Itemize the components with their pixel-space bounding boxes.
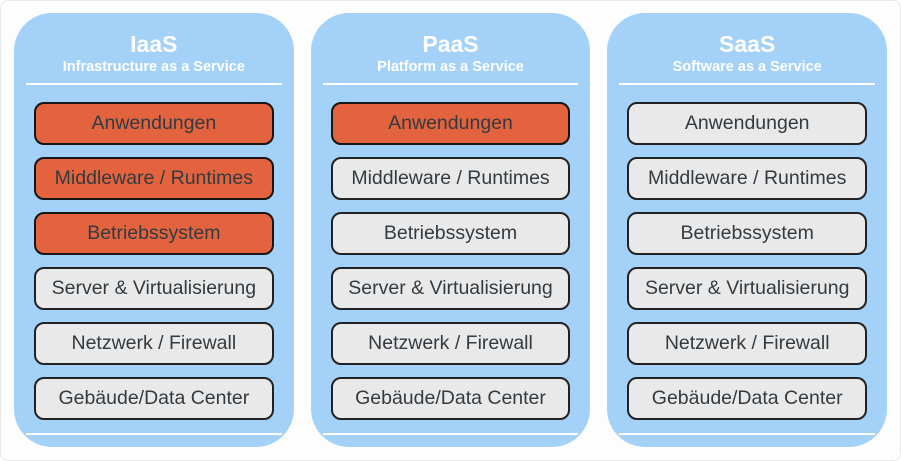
layer-betriebssystem: Betriebssystem (330, 212, 571, 256)
layer-anwendungen: Anwendungen (330, 102, 571, 146)
column-subtitle: Platform as a Service (377, 59, 524, 76)
layer-server-virtualisierung: Server & Virtualisierung (34, 267, 274, 311)
column-subtitle: Infrastructure as a Service (62, 59, 245, 76)
footer-divider (619, 433, 876, 436)
layer-server-virtualisierung: Server & Virtualisierung (627, 267, 868, 311)
layer-anwendungen: Anwendungen (34, 102, 274, 146)
layer-middleware-runtimes: Middleware / Runtimes (34, 157, 274, 201)
footer-divider (26, 433, 282, 436)
layer-stack: Anwendungen Middleware / Runtimes Betrie… (627, 102, 868, 421)
column-saas: SaaS Software as a Service Anwendungen M… (607, 13, 888, 447)
layer-netzwerk-firewall: Netzwerk / Firewall (330, 322, 571, 366)
layer-anwendungen: Anwendungen (627, 102, 868, 146)
layer-stack: Anwendungen Middleware / Runtimes Betrie… (34, 102, 274, 421)
column-subtitle: Software as a Service (672, 59, 822, 76)
layer-middleware-runtimes: Middleware / Runtimes (330, 157, 571, 201)
header-divider (26, 83, 282, 86)
layer-betriebssystem: Betriebssystem (627, 212, 868, 256)
header-divider (619, 83, 876, 86)
footer-divider (322, 433, 579, 436)
layer-netzwerk-firewall: Netzwerk / Firewall (34, 322, 274, 366)
column-title: IaaS (130, 31, 178, 57)
column-title: SaaS (719, 31, 776, 57)
layer-gebaeude-data-center: Gebäude/Data Center (330, 377, 571, 421)
header-divider (322, 83, 579, 86)
column-paas: PaaS Platform as a Service Anwendungen M… (310, 13, 591, 447)
layer-gebaeude-data-center: Gebäude/Data Center (34, 377, 274, 421)
column-title: PaaS (422, 31, 479, 57)
layer-middleware-runtimes: Middleware / Runtimes (627, 157, 868, 201)
layer-stack: Anwendungen Middleware / Runtimes Betrie… (330, 102, 571, 421)
layer-gebaeude-data-center: Gebäude/Data Center (627, 377, 868, 421)
layer-netzwerk-firewall: Netzwerk / Firewall (627, 322, 868, 366)
layer-server-virtualisierung: Server & Virtualisierung (330, 267, 571, 311)
layer-betriebssystem: Betriebssystem (34, 212, 274, 256)
column-iaas: IaaS Infrastructure as a Service Anwendu… (14, 13, 294, 447)
